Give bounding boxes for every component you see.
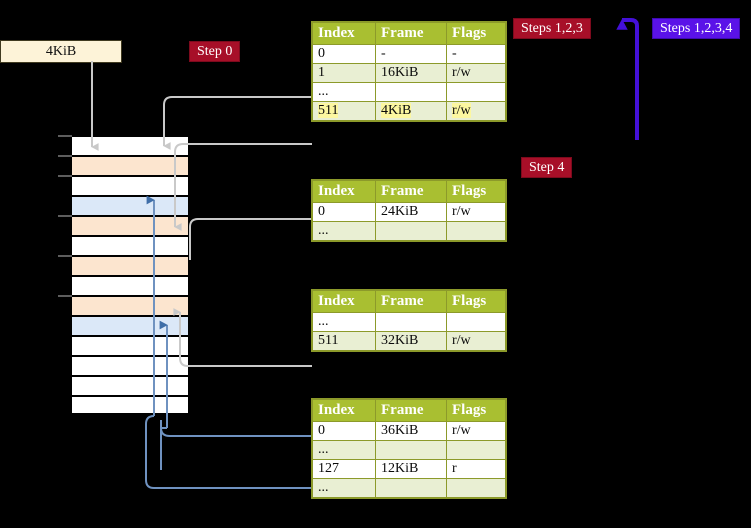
cell-index: ...	[312, 82, 376, 102]
table-header-row: Index Frame Flags	[312, 22, 506, 45]
memory-tick	[58, 135, 72, 137]
cell-frame-text: 4KiB	[381, 103, 412, 118]
table-row: 0 24KiB r/w	[312, 202, 506, 222]
cell-flags: r/w	[446, 421, 506, 441]
cell-flags: r/w	[446, 101, 506, 121]
memory-row	[70, 395, 190, 415]
column-header-index: Index	[312, 180, 376, 203]
cell-frame: 16KiB	[375, 63, 447, 83]
column-header-frame: Frame	[375, 290, 447, 313]
memory-tick	[58, 175, 72, 177]
cell-flags	[446, 440, 506, 460]
badge-steps-1-2-3: Steps 1,2,3	[513, 18, 591, 39]
badge-step-4: Step 4	[521, 157, 573, 178]
cell-frame: 12KiB	[375, 459, 447, 479]
table-header-row: Index Frame Flags	[312, 290, 506, 313]
memory-tick	[58, 155, 72, 157]
cell-flags	[446, 221, 506, 241]
column-header-flags: Flags	[446, 22, 506, 45]
cell-frame: 4KiB	[375, 101, 447, 121]
cell-frame	[375, 82, 447, 102]
memory-row	[70, 275, 190, 295]
memory-row	[70, 355, 190, 375]
cell-flags: r	[446, 459, 506, 479]
table-row: 1 16KiB r/w	[312, 63, 506, 83]
cell-frame	[375, 440, 447, 460]
memory-row	[70, 295, 190, 315]
badge-step-0: Step 0	[189, 41, 241, 62]
memory-row	[70, 155, 190, 175]
memory-row	[70, 375, 190, 395]
memory-row	[70, 195, 190, 215]
cell-flags: r/w	[446, 331, 506, 351]
cell-frame: 24KiB	[375, 202, 447, 222]
cell-index: 511	[312, 331, 376, 351]
page-table-level-3: Index Frame Flags ... 511 32KiB r/w	[311, 289, 507, 352]
cell-frame: 36KiB	[375, 421, 447, 441]
memory-row	[70, 215, 190, 235]
cell-flags	[446, 82, 506, 102]
page-table-level-2: Index Frame Flags 0 24KiB r/w ...	[311, 179, 507, 242]
memory-row	[70, 175, 190, 195]
table-row: 511 4KiB r/w	[312, 101, 506, 121]
physical-memory-column	[70, 135, 190, 415]
memory-tick	[58, 215, 72, 217]
memory-tick	[58, 295, 72, 297]
memory-row	[70, 335, 190, 355]
table-header-row: Index Frame Flags	[312, 399, 506, 422]
column-header-flags: Flags	[446, 290, 506, 313]
frame-size-label: 4KiB	[0, 40, 122, 63]
table-row: 127 12KiB r	[312, 459, 506, 479]
table-header-row: Index Frame Flags	[312, 180, 506, 203]
cell-flags	[446, 478, 506, 498]
cell-flags: r/w	[446, 63, 506, 83]
column-header-flags: Flags	[446, 399, 506, 422]
memory-row	[70, 135, 190, 155]
table-row: 0 - -	[312, 44, 506, 64]
badge-steps-1-2-3-4: Steps 1,2,3,4	[652, 18, 741, 39]
table-row: 511 32KiB r/w	[312, 331, 506, 351]
column-header-frame: Frame	[375, 399, 447, 422]
cell-frame	[375, 221, 447, 241]
table-row: ...	[312, 82, 506, 102]
cell-index-text: 511	[318, 103, 339, 118]
memory-tick	[58, 255, 72, 257]
cell-flags: r/w	[446, 202, 506, 222]
column-header-frame: Frame	[375, 22, 447, 45]
cell-frame: -	[375, 44, 447, 64]
table-row: ...	[312, 478, 506, 498]
column-header-index: Index	[312, 290, 376, 313]
memory-row	[70, 255, 190, 275]
cell-index: 127	[312, 459, 376, 479]
cell-index: ...	[312, 221, 376, 241]
table-row: 0 36KiB r/w	[312, 421, 506, 441]
cell-index: 0	[312, 202, 376, 222]
cell-index: ...	[312, 478, 376, 498]
column-header-flags: Flags	[446, 180, 506, 203]
cell-flags-text: r/w	[452, 103, 471, 118]
cell-index: ...	[312, 440, 376, 460]
memory-row	[70, 235, 190, 255]
page-table-level-4: Index Frame Flags 0 36KiB r/w ... 127	[311, 398, 507, 499]
table-row: ...	[312, 221, 506, 241]
column-header-index: Index	[312, 22, 376, 45]
table-row: ...	[312, 440, 506, 460]
cell-frame	[375, 478, 447, 498]
cell-flags	[446, 312, 506, 332]
cell-flags: -	[446, 44, 506, 64]
cell-index: ...	[312, 312, 376, 332]
memory-row	[70, 315, 190, 335]
page-table-level-1: Index Frame Flags 0 - - 1 16KiB r/w ...	[311, 21, 507, 122]
cell-frame: 32KiB	[375, 331, 447, 351]
table-row: ...	[312, 312, 506, 332]
cell-frame	[375, 312, 447, 332]
column-header-index: Index	[312, 399, 376, 422]
cell-index: 1	[312, 63, 376, 83]
column-header-frame: Frame	[375, 180, 447, 203]
cell-index: 511	[312, 101, 376, 121]
cell-index: 0	[312, 421, 376, 441]
cell-index: 0	[312, 44, 376, 64]
